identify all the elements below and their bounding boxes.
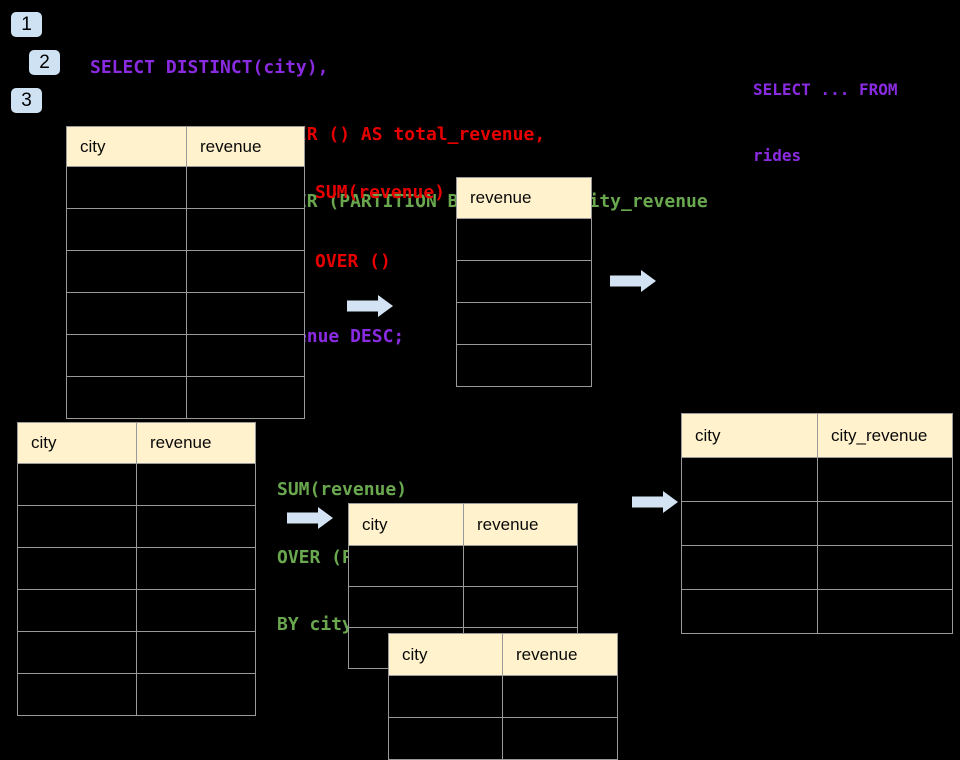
table-cell-empty <box>18 674 137 716</box>
side-note-select-from-rides: SELECT ... FROM rides <box>753 35 898 189</box>
table-cell-empty <box>18 632 137 674</box>
arrow-right-icon <box>632 491 678 513</box>
table-cell-empty <box>18 464 137 506</box>
table-cell-empty <box>187 251 305 293</box>
table-cell-empty <box>18 590 137 632</box>
table-cell-empty <box>187 293 305 335</box>
table-cell-empty <box>187 209 305 251</box>
column-header-city: city <box>18 423 137 464</box>
table-cell-empty <box>818 590 953 634</box>
table-source-rides-top: city revenue <box>66 126 305 419</box>
table-cell-empty <box>457 261 592 303</box>
sql-line-select: SELECT DISTINCT(city), <box>90 56 329 78</box>
step-badge-1: 1 <box>11 12 42 37</box>
table-cell-empty <box>682 458 818 502</box>
table-cell-empty <box>503 718 618 760</box>
label-partition-line-1: SUM(revenue) <box>277 479 408 500</box>
table-cell-empty <box>389 718 503 760</box>
label-total-line-1: SUM(revenue) <box>315 182 446 203</box>
arrow-right-icon <box>287 507 333 529</box>
table-cell-empty <box>137 506 256 548</box>
step-badge-3: 3 <box>11 88 42 113</box>
table-cell-empty <box>682 502 818 546</box>
table-cell-empty <box>67 167 187 209</box>
table-cell-empty <box>464 587 578 628</box>
table-cell-empty <box>682 546 818 590</box>
table-cell-empty <box>67 251 187 293</box>
table-cell-empty <box>18 548 137 590</box>
column-header-city: city <box>349 504 464 546</box>
arrow-right-icon <box>347 295 393 317</box>
table-cell-empty <box>137 674 256 716</box>
label-total-line-2: OVER () <box>315 251 391 272</box>
table-cell-empty <box>67 377 187 419</box>
table-cell-empty <box>818 458 953 502</box>
column-header-revenue: revenue <box>137 423 256 464</box>
column-header-revenue: revenue <box>464 504 578 546</box>
table-cell-empty <box>464 546 578 587</box>
table-cell-empty <box>137 548 256 590</box>
column-header-city: city <box>389 634 503 676</box>
table-cell-empty <box>137 632 256 674</box>
table-cell-empty <box>818 502 953 546</box>
table-cell-empty <box>67 209 187 251</box>
column-header-city: city <box>682 414 818 458</box>
column-header-revenue: revenue <box>457 178 592 219</box>
table-cell-empty <box>187 335 305 377</box>
table-cell-empty <box>457 219 592 261</box>
table-cell-empty <box>187 167 305 209</box>
table-cell-empty <box>187 377 305 419</box>
side-note-line-2: rides <box>753 146 802 165</box>
table-partition-city-overlay: city revenue <box>388 633 618 760</box>
arrow-right-icon <box>610 270 656 292</box>
side-note-line-1: SELECT ... FROM <box>753 80 898 99</box>
table-cell-empty <box>457 345 592 387</box>
step-badge-2: 2 <box>29 50 60 75</box>
table-cell-empty <box>67 335 187 377</box>
table-cell-empty <box>818 546 953 590</box>
column-header-revenue: revenue <box>503 634 618 676</box>
label-sum-over-empty: SUM(revenue) OVER () <box>315 135 445 296</box>
table-cell-empty <box>137 464 256 506</box>
table-cell-empty <box>18 506 137 548</box>
column-header-revenue: revenue <box>187 127 305 167</box>
table-city-revenue-result: city city_revenue <box>681 413 953 634</box>
table-cell-empty <box>137 590 256 632</box>
table-total-revenue: revenue <box>456 177 592 387</box>
table-cell-empty <box>503 676 618 718</box>
table-cell-empty <box>682 590 818 634</box>
table-source-rides-bottom: city revenue <box>17 422 256 716</box>
table-cell-empty <box>389 676 503 718</box>
table-cell-empty <box>349 587 464 628</box>
table-cell-empty <box>349 546 464 587</box>
column-header-city: city <box>67 127 187 167</box>
table-cell-empty <box>457 303 592 345</box>
table-cell-empty <box>67 293 187 335</box>
column-header-city-revenue: city_revenue <box>818 414 953 458</box>
